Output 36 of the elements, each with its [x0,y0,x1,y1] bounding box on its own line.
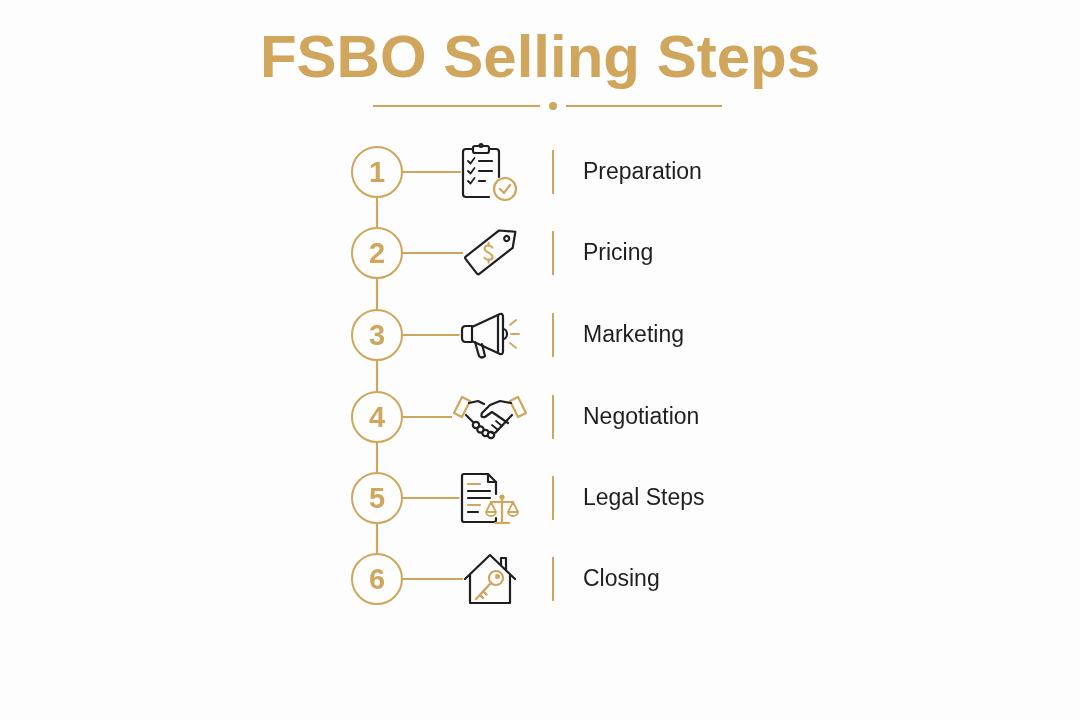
step-label: Negotiation [583,402,700,430]
step-label: Pricing [583,238,654,266]
step-number: 2 [368,237,386,269]
connector-line [375,279,379,309]
step-label: Legal Steps [583,483,705,511]
connector-line [375,361,379,391]
connector-line [375,524,379,553]
connector-line [375,443,379,472]
step-circle [351,309,403,361]
step-circle [351,472,403,524]
step-number: 3 [368,319,386,351]
step-number: 5 [368,482,386,514]
document-scales-icon [459,471,521,525]
step-circle [351,227,403,279]
connector-line [403,333,460,337]
price-tag-icon [463,229,517,277]
connector-line [403,170,461,174]
step-circle [351,391,403,443]
title: FSBO Selling Steps [259,23,821,90]
connector-line [403,577,463,581]
step-number: 4 [368,401,386,433]
megaphone-icon [459,310,521,360]
step-circle [351,146,403,198]
step-number: 6 [368,563,386,595]
house-key-icon [463,553,517,605]
connector-line [375,198,379,227]
connector-line [403,496,460,500]
step-label: Closing [583,564,660,592]
connector-line [403,251,463,255]
connector-line [403,415,452,419]
step-circle [351,553,403,605]
step-label: Preparation [583,157,702,185]
handshake-icon [452,393,528,441]
step-number: 1 [368,156,386,188]
step-label: Marketing [583,320,684,348]
clipboard-checklist-icon [461,142,519,202]
